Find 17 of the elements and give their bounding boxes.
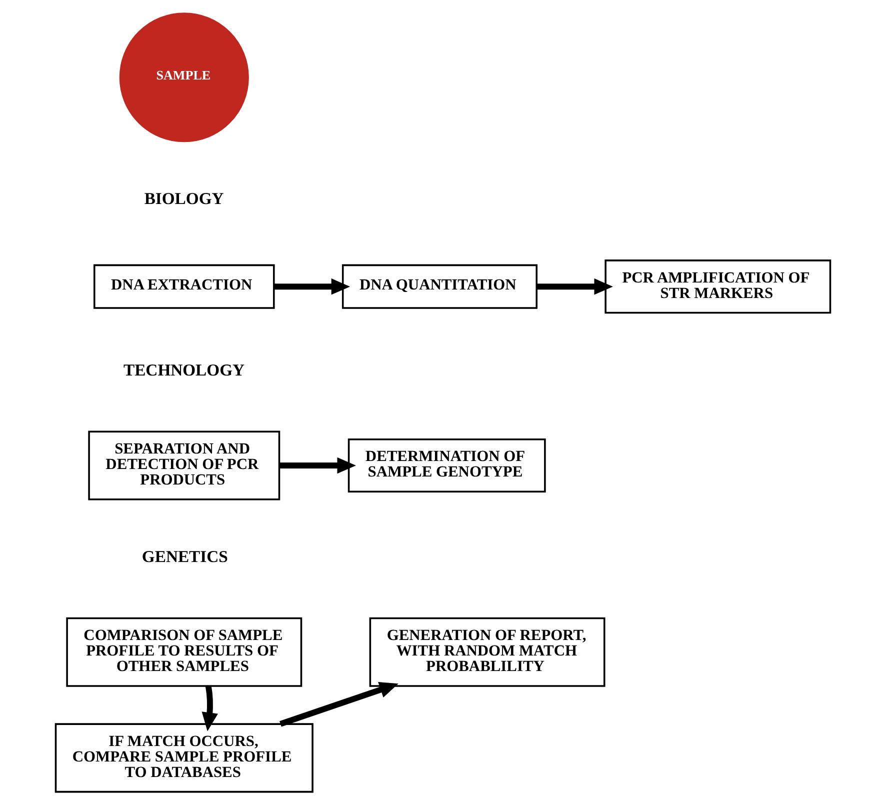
arrow <box>279 682 398 727</box>
node-circle: SAMPLE <box>118 12 248 142</box>
node-box: SEPARATION AND DETECTION OF PCR PRODUCTS <box>88 430 280 500</box>
node-box: DNA QUANTITATION <box>341 264 537 309</box>
node-box: COMPARISON OF SAMPLE PROFILE TO RESULTS OF OTHER SAMPLES <box>66 617 302 687</box>
arrow <box>274 278 350 295</box>
arrow <box>201 686 218 732</box>
arrow <box>279 457 356 474</box>
label: TECHNOLOGY <box>123 360 244 380</box>
node-box: IF MATCH OCCURS, COMPARE SAMPLE PROFILE TO DATABASES <box>54 723 313 793</box>
node-box: DETERMINATION OF SAMPLE GENOTYPE <box>347 438 546 493</box>
label: BIOLOGY <box>144 189 224 208</box>
label: GENETICS <box>141 547 228 566</box>
arrow <box>536 278 612 295</box>
node-box: DNA EXTRACTION <box>93 264 274 309</box>
node-box: PCR AMPLIFICATION OF STR MARKERS <box>604 260 831 314</box>
node-box: GENERATION OF REPORT, WITH RANDOM MATCH PROBABLILITY <box>368 617 605 687</box>
